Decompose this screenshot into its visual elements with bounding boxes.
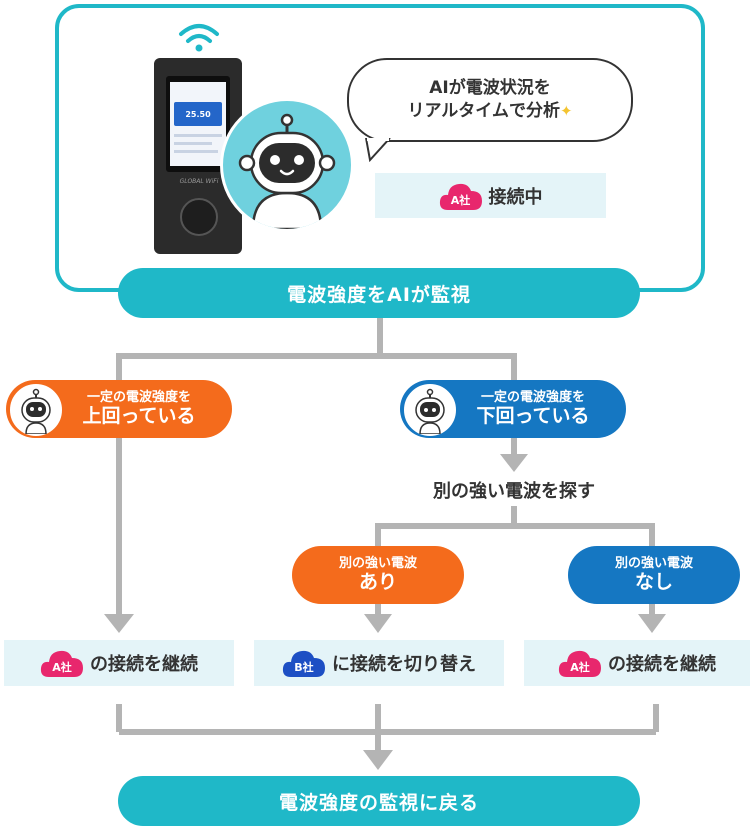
branch-above-line2: 上回っている	[82, 404, 196, 427]
robot-icon	[238, 113, 336, 229]
wifi-icon	[179, 24, 219, 52]
company-b-cloud-icon: B社	[282, 648, 326, 678]
result-text: の接続を継続	[608, 654, 716, 675]
company-label: A社	[570, 661, 590, 674]
return-to-monitoring-banner: 電波強度の監視に戻る	[118, 776, 640, 826]
robot-icon	[415, 388, 445, 435]
small-robot-avatar	[404, 384, 456, 436]
company-label: B社	[294, 661, 314, 674]
result-text: の接続を継続	[90, 654, 198, 675]
speech-line-1: AIが電波状況を	[429, 78, 551, 99]
found-stronger-signal: 別の強い電波 あり	[292, 546, 464, 604]
found-no-line2: なし	[634, 570, 673, 593]
company-a-cloud-icon: A社	[439, 181, 483, 211]
pocket-wifi-device: 25.50 GLOBAL WiFi	[154, 58, 242, 254]
result-continue-a: A社 の接続を継続	[4, 640, 234, 686]
found-yes-line2: あり	[358, 570, 397, 593]
connection-status: A社 接続中	[375, 173, 606, 218]
sparkle-icon: ✦	[559, 102, 573, 120]
speech-bubble: AIが電波状況を リアルタイムで分析✦	[347, 58, 633, 142]
found-yes-line1: 別の強い電波	[338, 555, 417, 571]
no-stronger-signal: 別の強い電波 なし	[568, 546, 740, 604]
device-speed: 25.50	[174, 102, 222, 126]
result-text: に接続を切り替え	[332, 654, 476, 675]
robot-icon	[21, 388, 51, 435]
arrow-head	[364, 614, 392, 633]
arrow-head	[638, 614, 666, 633]
monitor-banner: 電波強度をAIが監視	[118, 268, 640, 318]
found-no-line1: 別の強い電波	[614, 555, 693, 571]
device-screen: 25.50	[166, 76, 230, 172]
branch-above-line1: 一定の電波強度を	[86, 389, 191, 405]
device-brand: GLOBAL WiFi	[179, 178, 219, 185]
arrow-head	[500, 454, 528, 472]
ai-robot-avatar	[220, 98, 354, 232]
branch-below-line1: 一定の電波強度を	[480, 389, 585, 405]
speech-bubble-tail	[365, 138, 391, 162]
small-robot-avatar	[10, 384, 62, 436]
speech-line-2-text: リアルタイムで分析	[407, 101, 560, 121]
arrow-head	[363, 750, 393, 770]
connection-status-text: 接続中	[488, 186, 543, 208]
company-a-cloud-icon: A社	[40, 648, 84, 678]
branch-below-line2: 下回っている	[476, 404, 590, 427]
search-step: 別の強い電波を探す	[394, 474, 634, 506]
speech-line-2: リアルタイムで分析✦	[407, 100, 572, 123]
result-switch-b: B社 に接続を切り替え	[254, 640, 504, 686]
arrow-head	[104, 614, 134, 633]
result-continue-a-2: A社 の接続を継続	[524, 640, 750, 686]
company-a-cloud-icon: A社	[558, 648, 602, 678]
device-button	[180, 198, 218, 236]
company-label: A社	[450, 193, 471, 207]
company-label: A社	[52, 661, 72, 674]
